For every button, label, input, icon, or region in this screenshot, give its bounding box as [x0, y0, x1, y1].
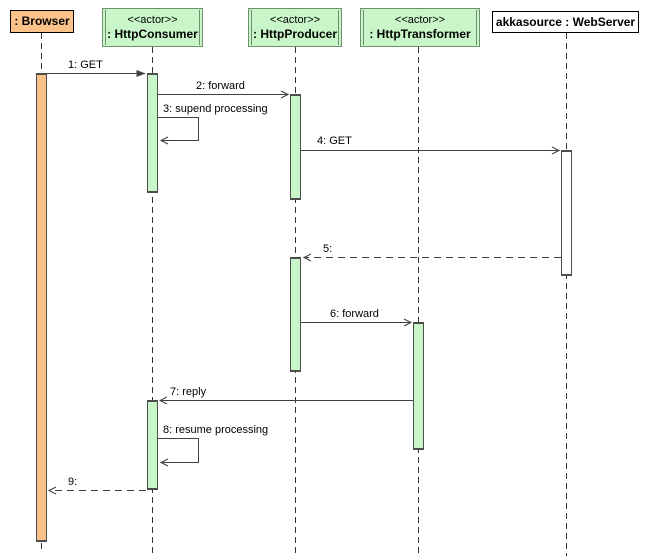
message-2-label: 2: forward: [196, 80, 245, 92]
participant-stereotype: <<actor>>: [269, 14, 321, 26]
participant-box-http-consumer: <<actor>> : HttpConsumer: [102, 8, 203, 47]
participant-box-web-server: akkasource : WebServer: [492, 11, 639, 33]
activation-http-producer-2: [290, 257, 301, 372]
participant-name: akkasource : WebServer: [495, 14, 636, 29]
participant-name: : HttpConsumer: [107, 27, 198, 41]
participant-name: : HttpTransformer: [369, 27, 471, 41]
participant-box-http-transformer: <<actor>> : HttpTransformer: [360, 8, 480, 47]
message-9-label: 9:: [68, 476, 78, 488]
activation-browser: [36, 73, 47, 542]
message-5-label: 5:: [323, 243, 333, 255]
participant-name: : HttpProducer: [253, 27, 337, 41]
activation-http-transformer: [413, 322, 424, 450]
activation-http-producer-1: [290, 94, 301, 200]
message-6-label: 6: forward: [330, 308, 379, 320]
message-3-label: 3: supend processing: [163, 103, 268, 115]
activation-http-consumer-1: [147, 73, 158, 193]
participant-box-browser: : Browser: [10, 10, 74, 33]
activation-web-server: [561, 150, 572, 276]
message-7-label: 7: reply: [170, 386, 207, 398]
message-4-label: 4: GET: [317, 135, 352, 147]
activation-http-consumer-2: [147, 400, 158, 490]
participant-stereotype: <<actor>>: [127, 14, 178, 26]
participant-stereotype: <<actor>>: [394, 14, 446, 26]
participant-name: : Browser: [14, 14, 70, 28]
message-3-self-loop-line: [158, 117, 199, 145]
message-8-self-loop-line: [158, 438, 199, 467]
message-8-label: 8: resume processing: [163, 424, 269, 436]
participant-box-http-producer: <<actor>> : HttpProducer: [248, 8, 342, 47]
message-1-label: 1: GET: [68, 59, 103, 71]
